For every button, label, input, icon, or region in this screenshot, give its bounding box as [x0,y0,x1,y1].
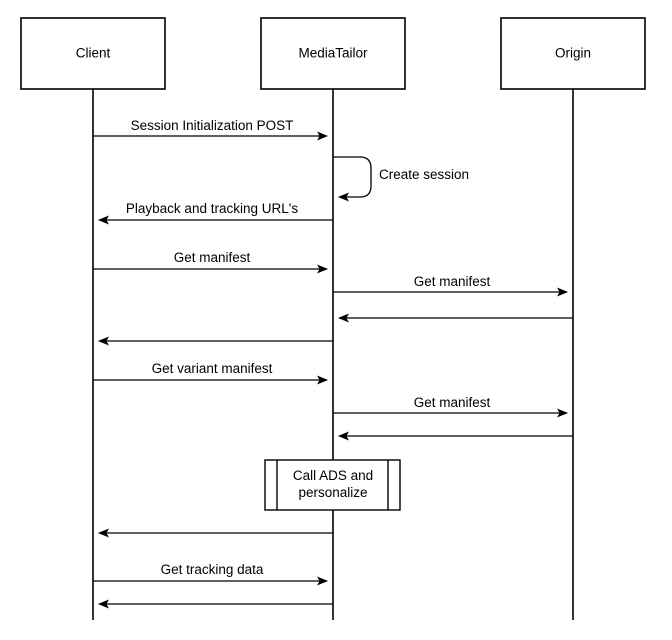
message-get-manifest-origin-1[interactable]: Get manifest [333,274,568,297]
process-label-line-2: personalize [298,485,367,500]
message-label: Get manifest [174,250,251,265]
participant-label-origin: Origin [555,46,591,61]
self-loop-arrow [333,156,372,202]
message-label: Get variant manifest [152,361,273,376]
participant-box-mediatailor[interactable] [260,17,406,90]
participant-box-origin[interactable] [500,17,646,90]
participant-label-client: Client [76,46,111,61]
message-playback-and-tracking-urls[interactable]: Playback and tracking URL's [98,201,333,225]
message-get-tracking-data[interactable]: Get tracking data [93,562,328,586]
message-label: Create session [379,167,469,182]
participant-label-mediatailor: MediaTailor [298,46,368,61]
message-get-manifest-client[interactable]: Get manifest [93,250,328,274]
message-label: Session Initialization POST [131,118,294,133]
process-box-outline[interactable] [264,459,401,511]
process-box-call-ads-and-personalize[interactable]: Call ADS and personalize [264,459,401,511]
participant-origin[interactable]: Origin [500,17,646,620]
process-label-line-1: Call ADS and [293,468,373,483]
message-label: Get tracking data [161,562,264,577]
message-get-manifest-origin-2[interactable]: Get manifest [333,395,568,418]
message-label: Get manifest [414,395,491,410]
participant-mediatailor[interactable]: MediaTailor [260,17,406,620]
message-label: Playback and tracking URL's [126,201,298,216]
participant-client[interactable]: Client [20,17,166,620]
message-session-initialization-post[interactable]: Session Initialization POST [93,118,328,141]
message-get-variant-manifest[interactable]: Get variant manifest [93,361,328,385]
participant-box-client[interactable] [20,17,166,90]
message-label: Get manifest [414,274,491,289]
message-create-session[interactable]: Create session [333,156,469,202]
